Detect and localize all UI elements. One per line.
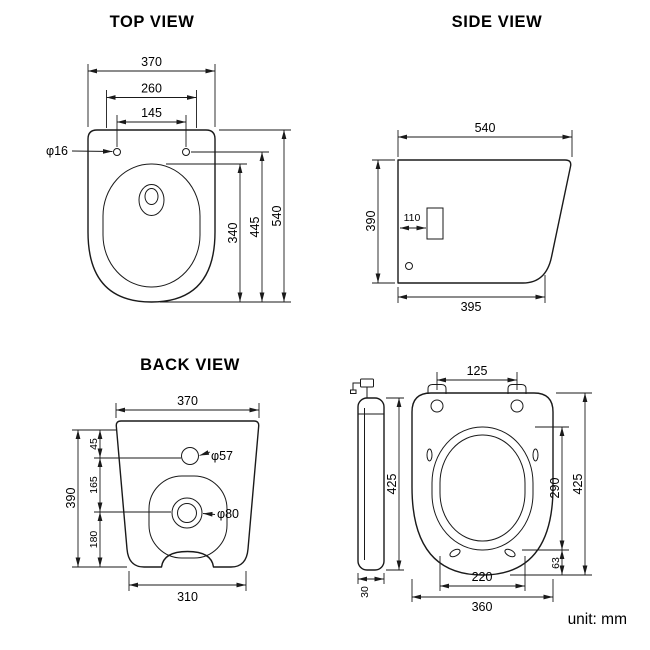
dim-label-profile-width: 30 [359,586,371,598]
dim-label-opening-length: 290 [548,478,562,499]
bowl-rim-outline [102,163,201,288]
leader-outlet-hole [202,511,216,517]
side-mount-hole [405,262,413,270]
leader-hole-diameter [71,148,113,154]
dim-label-outlet-hole: φ80 [217,507,239,521]
mount-hole-right [182,148,190,156]
side-view: SIDE VIEW 540 390 110 395 [364,13,573,314]
dim-label-base-length: 395 [461,300,482,314]
dim-label-bottom-segment: 180 [88,531,100,549]
dim-label-upper-width: 260 [141,82,162,96]
dim-label-overall-width: 370 [141,55,162,69]
dim-label-inlet-hole: φ57 [211,449,233,463]
toilet-top-outline [87,129,216,303]
dim-label-seat-width: 360 [472,600,493,614]
dim-label-inlet-offset: 110 [404,212,421,224]
water-outlet-inner [144,188,159,205]
hinge-cap-right [510,399,524,413]
bumper-top-right [532,448,539,462]
dim-label-back-width: 370 [177,394,198,408]
seat-opening-outer [431,426,534,551]
back-view-title: BACK VIEW [140,356,240,374]
dim-label-rear-offset: 63 [550,557,562,569]
dim-label-base-width: 310 [177,590,198,604]
dim-label-hole-spacing: 145 [141,106,162,120]
water-outlet [138,184,165,216]
dim-label-side-height: 390 [364,211,378,232]
bumper-bottom-left [449,548,461,558]
trapway-outline [148,475,228,559]
outlet-hole-outer [171,497,203,529]
seat-top-outline [411,392,554,576]
unit-label: unit: mm [568,611,627,628]
toilet-side-outline [397,159,572,284]
inlet-detail [426,207,444,240]
top-view-title: TOP VIEW [110,13,195,31]
inlet-hole [181,447,199,465]
seat-profile-outline [357,397,385,571]
dim-label-bowl-length: 340 [226,223,240,244]
seat-view: 30 425 125 425 290 63 [350,364,592,614]
hinge-cap-left [430,399,444,413]
dim-label-hinge-spacing: 125 [467,364,488,378]
seat-opening-inner [439,434,526,542]
top-view: TOP VIEW 370 260 145 φ16 540 445 [46,13,291,303]
dim-label-hole-diameter: φ16 [46,144,68,158]
dim-label-top-segment: 45 [88,438,100,450]
dim-label-overall-length: 540 [270,206,284,227]
back-view: BACK VIEW 370 390 45 165 180 φ57 φ80 [64,356,260,604]
dim-label-profile-height: 425 [385,474,399,495]
dim-label-side-length: 540 [475,121,496,135]
dim-label-holes-to-front: 445 [248,217,262,238]
outlet-hole-inner [177,503,197,523]
toilet-back-outline [115,420,260,568]
dim-label-opening-width: 220 [472,570,493,584]
side-view-title: SIDE VIEW [452,13,543,31]
dim-label-seat-length: 425 [571,474,585,495]
dim-label-back-height: 390 [64,488,78,509]
leader-inlet-hole [199,450,211,456]
mount-hole-left [113,148,121,156]
bumper-bottom-right [504,548,516,558]
dim-label-middle-segment: 165 [88,476,100,494]
water-inlet-icon [350,378,374,398]
bumper-top-left [426,448,433,462]
